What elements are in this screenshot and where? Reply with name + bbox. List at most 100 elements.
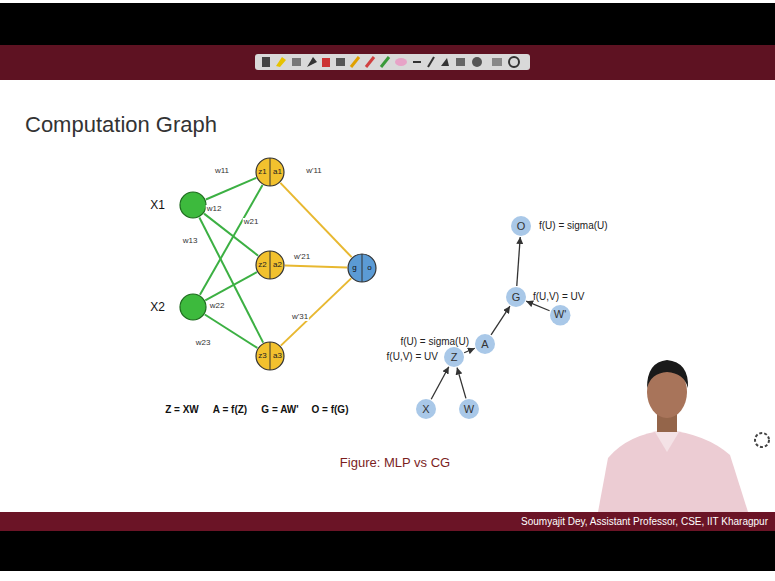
input-label: X2: [150, 301, 165, 313]
graph-arrow: [526, 301, 549, 311]
graph-node: Z: [443, 346, 465, 368]
hidden-neuron: z2a2: [255, 250, 285, 280]
function-label: f(U,V) = UV: [386, 352, 439, 362]
weight-label: w11: [214, 167, 230, 175]
node-label: A: [481, 339, 488, 350]
tool-icon: [472, 57, 482, 67]
node-label: g: [347, 264, 362, 272]
tool-icon: [366, 57, 374, 67]
graph-arrow: [517, 237, 520, 286]
tool-icon: [292, 58, 301, 66]
input-label: X1: [150, 199, 165, 211]
tool-icon: [307, 57, 317, 67]
connectors: [199, 178, 549, 399]
input-weight-line: [206, 178, 256, 200]
node-circle: [416, 399, 436, 419]
node-circle: [475, 334, 495, 354]
output-weight-line: [280, 183, 351, 257]
node-divider: [270, 158, 271, 186]
toolbar-icons: [262, 57, 519, 67]
output-weight-line: [281, 278, 351, 345]
author-credit: Soumyajit Dey, Assistant Professor, CSE,…: [521, 517, 768, 527]
graph-node: X: [415, 398, 437, 420]
weight-label: w'21: [293, 253, 311, 261]
tool-icon: [322, 58, 330, 67]
node-label: W': [554, 309, 566, 320]
hidden-neuron: z1a1: [255, 157, 285, 187]
node-circle: [348, 254, 376, 282]
node-label: z1: [255, 168, 270, 176]
node-label: a2: [270, 261, 285, 269]
node-circle: [180, 192, 206, 218]
node-circle: [506, 287, 526, 307]
speaker-hair: [647, 360, 688, 388]
toolbar: [255, 54, 530, 70]
tool-icon: [351, 57, 359, 67]
tool-icon: [456, 58, 465, 66]
node-circle: [550, 305, 570, 325]
node-label: G: [512, 292, 521, 303]
function-label: f(U) = sigma(U): [399, 337, 470, 347]
hidden-neuron: z3a3: [255, 341, 285, 371]
weight-label: w23: [195, 339, 212, 347]
function-label: f(U,V) = UV: [533, 292, 584, 302]
node-circle: [256, 342, 284, 370]
node-circle: [444, 347, 464, 367]
equation: A = f(Z): [213, 405, 247, 415]
weight-label: w'11: [305, 167, 323, 175]
node-label: Z: [451, 352, 458, 363]
node-circle: [256, 251, 284, 279]
graph-node: W': [549, 304, 571, 326]
toolbar-band: [0, 45, 775, 80]
node-label: a1: [270, 168, 285, 176]
weight-label: w13: [182, 237, 199, 245]
node-outline: [179, 191, 207, 219]
equation: O = f(G): [312, 405, 349, 415]
speaker-collar: [655, 432, 679, 452]
node-circle: [180, 294, 206, 320]
tool-icon: [276, 57, 286, 67]
node-divider: [362, 254, 363, 282]
node-circle: [256, 158, 284, 186]
graph-node: W: [458, 398, 480, 420]
node-label: z3: [255, 352, 270, 360]
top-band: [0, 3, 775, 45]
node-label: z2: [255, 261, 270, 269]
tool-icon: [428, 57, 434, 67]
footer-band: [0, 512, 775, 531]
node-divider: [270, 251, 271, 279]
graph-arrow: [457, 368, 466, 399]
tool-icon: [509, 57, 519, 67]
node-label: O: [517, 221, 526, 232]
input-neuron: X1: [179, 191, 207, 219]
node-circle: [459, 399, 479, 419]
tool-icon: [492, 58, 502, 66]
graph-arrow: [491, 306, 510, 335]
node-outline: [347, 253, 377, 283]
tool-icon: [413, 61, 421, 63]
speaker-video: [598, 360, 769, 512]
tool-icon: [395, 58, 407, 66]
input-neuron: X2: [179, 293, 207, 321]
input-weight-line: [200, 185, 263, 295]
tool-icon: [381, 57, 389, 67]
node-divider: [270, 342, 271, 370]
weight-label: w12: [206, 205, 223, 213]
input-weight-line: [205, 272, 257, 300]
node-label: a3: [270, 352, 285, 360]
graph-node: G: [505, 286, 527, 308]
output-neuron: go: [347, 253, 377, 283]
weight-label: w21: [243, 218, 260, 226]
weight-label: w'31: [291, 313, 309, 321]
tool-icon: [336, 58, 345, 66]
slide-title: Computation Graph: [25, 114, 217, 136]
node-label: W: [464, 404, 474, 415]
bottom-band: [0, 531, 775, 571]
tool-icon: [262, 57, 270, 67]
equation: Z = XW: [165, 405, 199, 415]
figure-caption: Figure: MLP vs CG: [340, 456, 450, 469]
node-label: X: [422, 404, 429, 415]
